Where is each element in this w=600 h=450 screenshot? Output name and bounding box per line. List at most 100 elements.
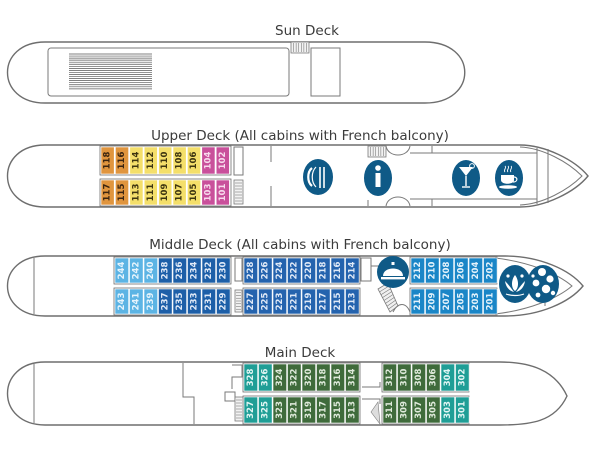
cabin-212[interactable]: 212 <box>410 257 425 284</box>
cabin-326[interactable]: 326 <box>258 363 273 392</box>
cabin-315[interactable]: 315 <box>330 396 345 424</box>
cabin-316[interactable]: 316 <box>330 363 345 392</box>
cabin-105[interactable]: 105 <box>187 179 201 206</box>
cabin-231[interactable]: 231 <box>201 288 216 315</box>
cabin-112[interactable]: 112 <box>143 146 158 175</box>
cabin-322[interactable]: 322 <box>287 363 302 392</box>
cabin-304[interactable]: 304 <box>440 363 455 392</box>
cabin-box <box>440 396 455 424</box>
cabin-234[interactable]: 234 <box>187 257 202 284</box>
cabin-327[interactable]: 327 <box>243 396 258 424</box>
cabin-220[interactable]: 220 <box>301 257 316 284</box>
cabin-117[interactable]: 117 <box>100 179 115 206</box>
cabin-118[interactable]: 118 <box>100 146 115 175</box>
cabin-235[interactable]: 235 <box>172 288 187 315</box>
cabin-229[interactable]: 229 <box>216 288 231 315</box>
sun-deck-stairs <box>290 41 310 54</box>
cabin-110[interactable]: 110 <box>158 146 173 175</box>
cabin-227[interactable]: 227 <box>243 288 258 315</box>
cabin-box <box>287 288 302 315</box>
cabin-104[interactable]: 104 <box>201 146 216 175</box>
cabin-318[interactable]: 318 <box>316 363 331 392</box>
cabin-222[interactable]: 222 <box>287 257 302 284</box>
cabin-242[interactable]: 242 <box>129 257 144 284</box>
cabin-320[interactable]: 320 <box>301 363 316 392</box>
cabin-109[interactable]: 109 <box>158 179 173 206</box>
cabin-321[interactable]: 321 <box>287 396 302 424</box>
cabin-237[interactable]: 237 <box>158 288 173 315</box>
cabin-116[interactable]: 116 <box>115 146 129 175</box>
cabin-230[interactable]: 230 <box>216 257 231 284</box>
cabin-314[interactable]: 314 <box>345 363 360 392</box>
cabin-106[interactable]: 106 <box>187 146 201 175</box>
cabin-301[interactable]: 301 <box>455 396 470 424</box>
cabin-225[interactable]: 225 <box>258 288 273 315</box>
cabin-107[interactable]: 107 <box>172 179 187 206</box>
cabin-114[interactable]: 114 <box>129 146 144 175</box>
cabin-310[interactable]: 310 <box>397 363 412 392</box>
cabin-236[interactable]: 236 <box>172 257 187 284</box>
cabin-325[interactable]: 325 <box>258 396 273 424</box>
cabin-240[interactable]: 240 <box>143 257 158 284</box>
cabin-209[interactable]: 209 <box>425 288 440 315</box>
cabin-103[interactable]: 103 <box>201 179 216 206</box>
cabin-207[interactable]: 207 <box>439 288 454 315</box>
cabin-202[interactable]: 202 <box>483 257 498 284</box>
cabin-243[interactable]: 243 <box>114 288 129 315</box>
cabin-233[interactable]: 233 <box>187 288 202 315</box>
cabin-number: 306 <box>428 369 438 387</box>
cabin-204[interactable]: 204 <box>468 257 483 284</box>
cabin-box <box>201 257 216 284</box>
restaurant-icon <box>303 159 333 195</box>
cabin-201[interactable]: 201 <box>483 288 498 315</box>
cabin-244[interactable]: 244 <box>114 257 129 284</box>
cabin-217[interactable]: 217 <box>316 288 331 315</box>
cabin-218[interactable]: 218 <box>316 257 331 284</box>
cabin-108[interactable]: 108 <box>172 146 187 175</box>
cabin-box <box>330 288 345 315</box>
cabin-203[interactable]: 203 <box>468 288 483 315</box>
cabin-215[interactable]: 215 <box>330 288 345 315</box>
cabin-224[interactable]: 224 <box>272 257 287 284</box>
cabin-307[interactable]: 307 <box>411 396 426 424</box>
cabin-241[interactable]: 241 <box>129 288 144 315</box>
cabin-206[interactable]: 206 <box>454 257 469 284</box>
cabin-216[interactable]: 216 <box>330 257 345 284</box>
cabin-219[interactable]: 219 <box>301 288 316 315</box>
cabin-101[interactable]: 101 <box>215 179 230 206</box>
cabin-302[interactable]: 302 <box>455 363 470 392</box>
cabin-228[interactable]: 228 <box>243 257 258 284</box>
cabin-223[interactable]: 223 <box>272 288 287 315</box>
cabin-238[interactable]: 238 <box>158 257 173 284</box>
cabin-319[interactable]: 319 <box>301 396 316 424</box>
cabin-328[interactable]: 328 <box>243 363 258 392</box>
cabin-306[interactable]: 306 <box>426 363 441 392</box>
cabin-313[interactable]: 313 <box>345 396 360 424</box>
cabin-221[interactable]: 221 <box>287 288 302 315</box>
cabin-309[interactable]: 309 <box>397 396 412 424</box>
cabin-226[interactable]: 226 <box>258 257 273 284</box>
cabin-303[interactable]: 303 <box>440 396 455 424</box>
cabin-111[interactable]: 111 <box>143 179 158 206</box>
cabin-number: 206 <box>456 262 466 280</box>
cabin-211[interactable]: 211 <box>410 288 425 315</box>
cabin-208[interactable]: 208 <box>439 257 454 284</box>
cabin-312[interactable]: 312 <box>382 363 397 392</box>
cabin-210[interactable]: 210 <box>425 257 440 284</box>
cabin-324[interactable]: 324 <box>272 363 287 392</box>
cabin-box <box>287 257 302 284</box>
cabin-232[interactable]: 232 <box>201 257 216 284</box>
cabin-213[interactable]: 213 <box>345 288 360 315</box>
cabin-308[interactable]: 308 <box>411 363 426 392</box>
cabin-102[interactable]: 102 <box>215 146 230 175</box>
cabin-113[interactable]: 113 <box>129 179 144 206</box>
cabin-317[interactable]: 317 <box>316 396 331 424</box>
middle-deck: Middle Deck (All cabins with French balc… <box>7 237 584 317</box>
cabin-323[interactable]: 323 <box>272 396 287 424</box>
cabin-205[interactable]: 205 <box>454 288 469 315</box>
cabin-115[interactable]: 115 <box>115 179 129 206</box>
cabin-239[interactable]: 239 <box>143 288 158 315</box>
cabin-305[interactable]: 305 <box>426 396 441 424</box>
cabin-214[interactable]: 214 <box>345 257 360 284</box>
cabin-311[interactable]: 311 <box>382 396 397 424</box>
